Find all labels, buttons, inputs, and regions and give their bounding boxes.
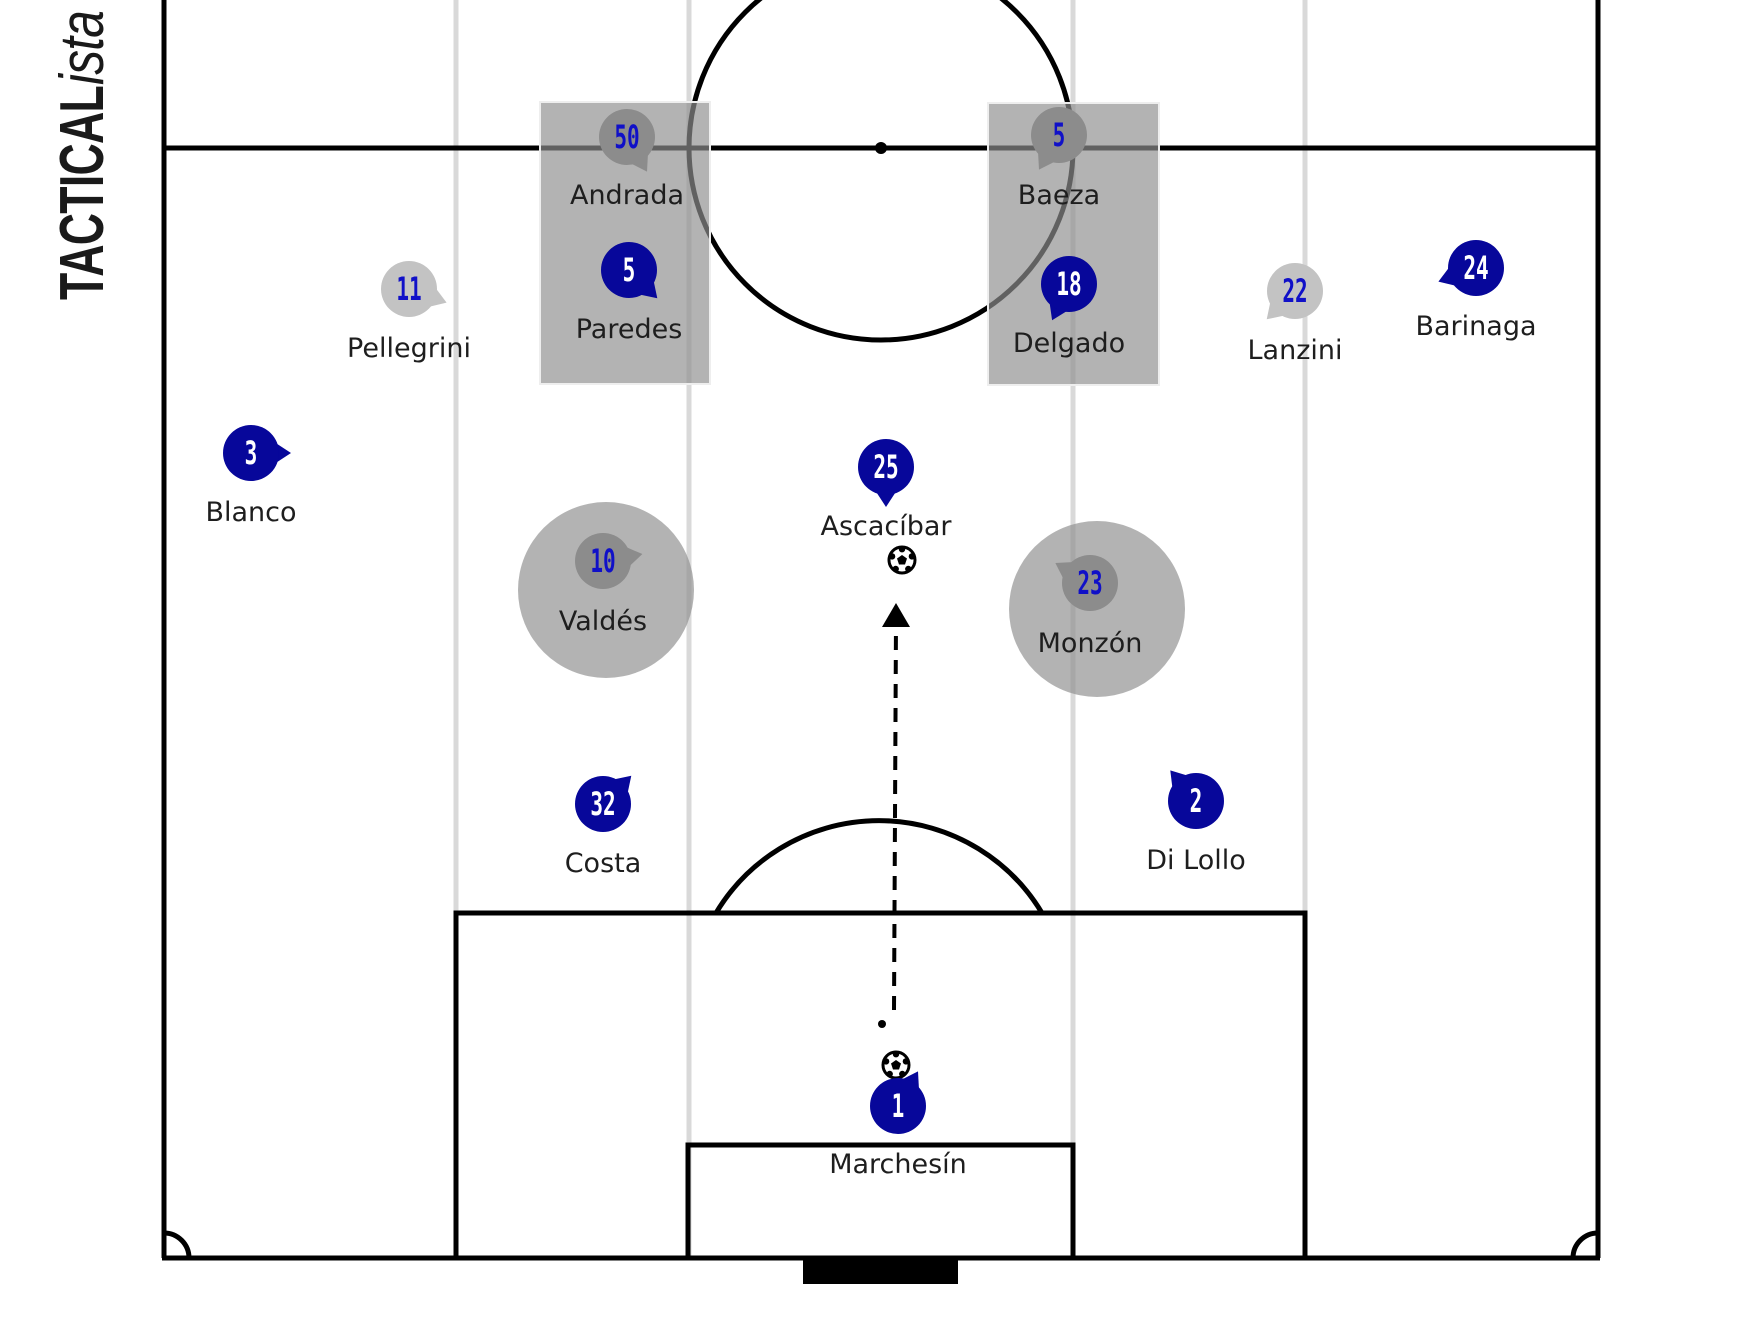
player-name: Costa [565,848,642,879]
player-circle [1168,773,1224,829]
player-circle [381,261,437,317]
player-number: 2 [1190,783,1203,820]
player-circle [1267,263,1323,319]
player-number: 1 [892,1088,905,1125]
player-number: 18 [1056,266,1081,303]
direction-pointer-icon [875,490,897,507]
players: 50Andrada5Paredes5Baeza18Delgado11Pelleg… [205,107,1537,1180]
player-number: 3 [245,435,258,472]
player-circle [858,439,914,495]
player-number: 32 [590,786,615,823]
balls [881,545,917,1080]
player-number: 22 [1282,273,1307,310]
player-name: Di Lollo [1146,845,1245,876]
player-name: Delgado [1013,328,1125,359]
player-number: 11 [396,271,421,308]
player-number: 5 [1053,117,1066,154]
player-name: Marchesín [829,1149,967,1180]
soccer-ball-icon [881,1050,911,1080]
player-circle [575,776,631,832]
player-number: 23 [1077,565,1102,602]
player-circle [1031,107,1087,163]
player-circle [601,242,657,298]
goal [803,1258,958,1284]
player-name: Pellegrini [347,333,471,364]
pass-line [892,619,898,1011]
player-circle [1448,240,1504,296]
player-marker[interactable]: 2 Di Lollo [1146,770,1246,876]
penalty-arc [713,818,1045,915]
direction-pointer-icon [274,442,291,464]
player-circle [1062,555,1118,611]
player-circle [575,533,631,589]
player-name: Valdés [559,606,647,637]
soccer-ball-icon [887,545,917,575]
corner-arc-left [163,1230,192,1259]
center-spot [875,142,887,154]
zone-disc [518,502,694,678]
player-circle [1041,256,1097,312]
player-name: Lanzini [1248,335,1343,366]
player-number: 10 [590,543,615,580]
player-number: 50 [614,119,639,156]
player-name: Blanco [205,497,296,528]
player-number: 5 [623,252,636,289]
player-name: Barinaga [1415,311,1536,342]
player-circle [599,109,655,165]
player-name: Andrada [570,180,684,211]
arrow-head-icon [882,603,910,627]
player-name: Ascacíbar [820,511,952,542]
pitch-markings [161,0,1601,1261]
player-number: 25 [873,449,898,486]
player-circle [870,1078,926,1134]
player-circle [223,425,279,481]
player-name: Baeza [1018,180,1100,211]
player-name: Monzón [1038,628,1143,659]
pass-arrow [878,603,910,1028]
player-name: Paredes [576,314,683,345]
player-number: 24 [1463,250,1488,287]
pass-start-dot [878,1020,886,1028]
corner-arc-right [1570,1230,1599,1259]
